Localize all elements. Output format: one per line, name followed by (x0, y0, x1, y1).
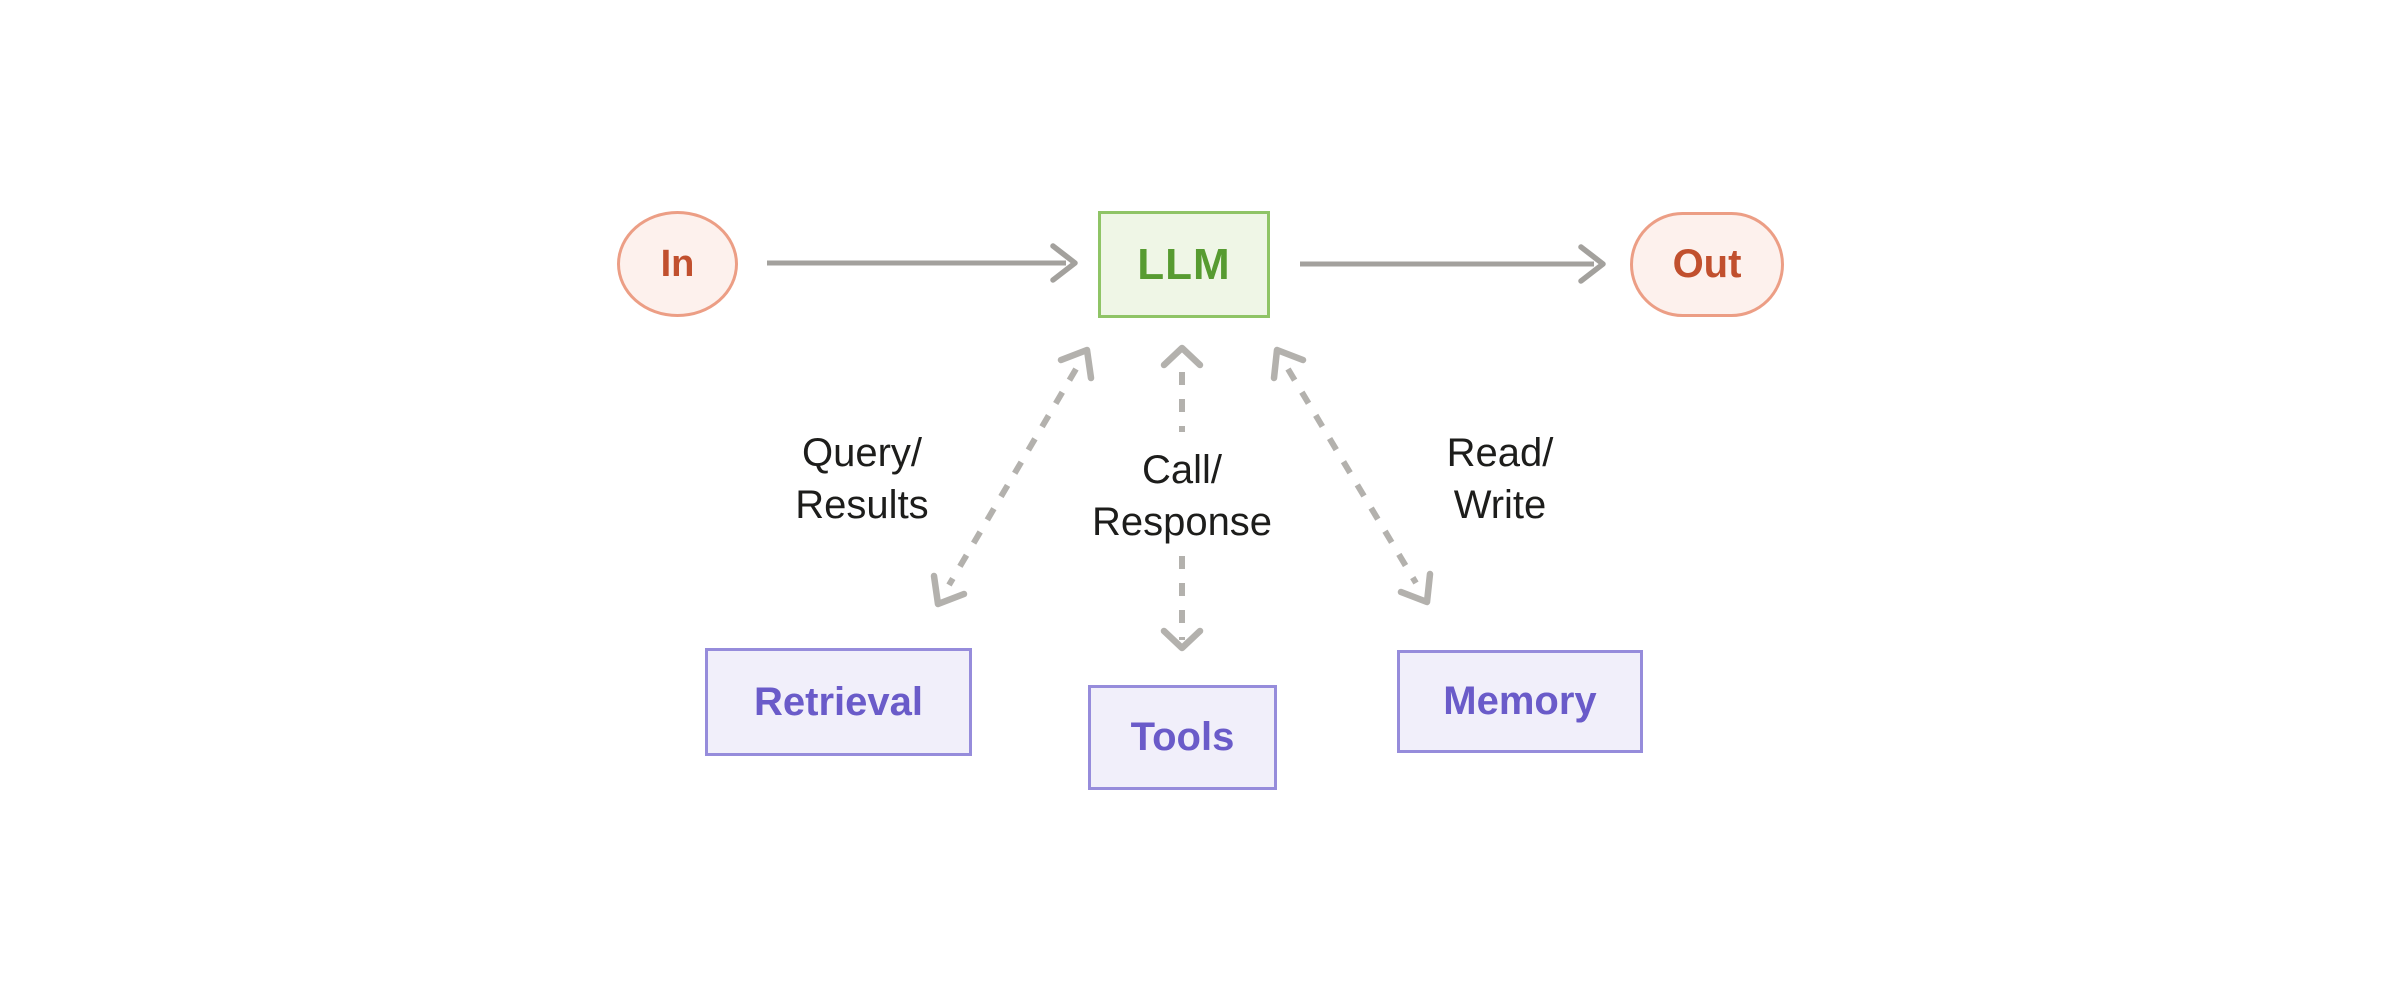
arrow-in-to-llm (767, 243, 1078, 283)
node-out: Out (1630, 212, 1784, 317)
node-retrieval-label: Retrieval (754, 679, 923, 724)
edge-label-call-response: Call/ Response (1091, 448, 1273, 544)
node-llm-label: LLM (1137, 239, 1231, 289)
node-in: In (617, 211, 738, 317)
arrowhead-down-right-icon (1397, 570, 1434, 606)
node-tools: Tools (1088, 685, 1277, 790)
arrowhead-right-icon (1050, 243, 1078, 283)
arrowhead-up-left-icon (1270, 346, 1307, 382)
node-retrieval: Retrieval (705, 648, 972, 756)
node-memory-label: Memory (1443, 679, 1597, 723)
node-out-label: Out (1672, 242, 1742, 286)
edge-label-query-results: Query/ Results (795, 431, 929, 527)
arrow-llm-to-out (1300, 244, 1606, 284)
arrowhead-up-right-icon (1057, 346, 1095, 382)
arrowhead-down-left-icon (930, 572, 968, 608)
node-llm: LLM (1098, 211, 1270, 318)
node-tools-label: Tools (1130, 715, 1235, 759)
arrowhead-down-icon (1160, 627, 1204, 652)
node-in-label: In (660, 242, 695, 285)
edge-label-read-write: Read/ Write (1446, 431, 1554, 527)
arrowhead-right-icon (1578, 244, 1606, 284)
node-memory: Memory (1397, 650, 1643, 753)
arrowhead-up-icon (1160, 344, 1204, 369)
